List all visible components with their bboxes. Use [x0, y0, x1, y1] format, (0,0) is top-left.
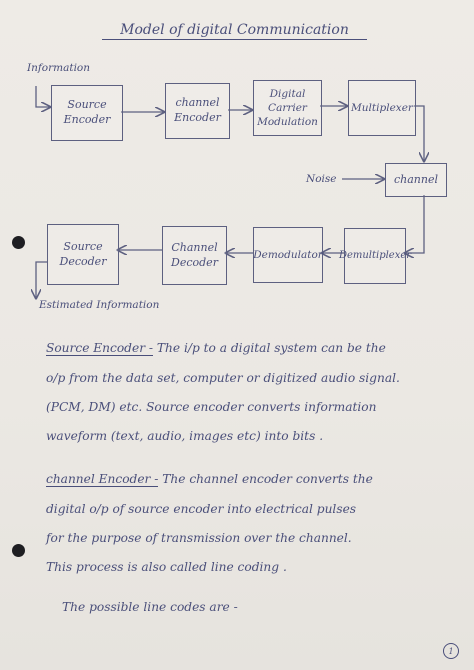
- modulation-block: Digital Carrier Modulation: [253, 80, 322, 136]
- channel-encoder-note-line-2: digital o/p of source encoder into elect…: [46, 502, 357, 516]
- page-number: 1: [443, 643, 459, 659]
- output-label: Estimated Information: [39, 299, 160, 311]
- channel-encoder-note-line-4: This process is also called line coding …: [46, 560, 287, 574]
- source-encoder-note-line-1: Source Encoder - The i/p to a digital sy…: [46, 341, 386, 356]
- channel-encoder-heading: channel Encoder -: [46, 472, 159, 487]
- source-encoder-block: Source Encoder: [51, 85, 123, 141]
- page-title: Model of digital Communication: [102, 22, 367, 40]
- source-encoder-heading: Source Encoder -: [46, 341, 154, 356]
- channel-encoder-note-line-1: channel Encoder - The channel encoder co…: [46, 472, 373, 487]
- closing-line: The possible line codes are -: [62, 600, 238, 614]
- noise-label: Noise: [306, 173, 337, 185]
- demultiplexer-block: Demultiplexer: [339, 228, 411, 284]
- input-label: Information: [27, 62, 91, 74]
- demodulator-block: Demodulator: [253, 227, 323, 283]
- source-decoder-block: Source Decoder: [47, 224, 119, 285]
- channel-encoder-note-line-3: for the purpose of transmission over the…: [46, 531, 352, 545]
- source-encoder-note-line-2: o/p from the data set, computer or digit…: [46, 371, 400, 385]
- binder-hole-top: [12, 236, 25, 249]
- channel-block: channel: [385, 163, 447, 197]
- source-encoder-note-line-3: (PCM, DM) etc. Source encoder converts i…: [46, 400, 377, 414]
- channel-encoder-block: channel Encoder: [165, 83, 230, 139]
- binder-hole-bottom: [12, 544, 25, 557]
- source-encoder-note-line-4: waveform (text, audio, images etc) into …: [46, 429, 324, 443]
- channel-decoder-block: Channel Decoder: [162, 226, 227, 285]
- multiplexer-block: Multiplexer: [348, 80, 416, 136]
